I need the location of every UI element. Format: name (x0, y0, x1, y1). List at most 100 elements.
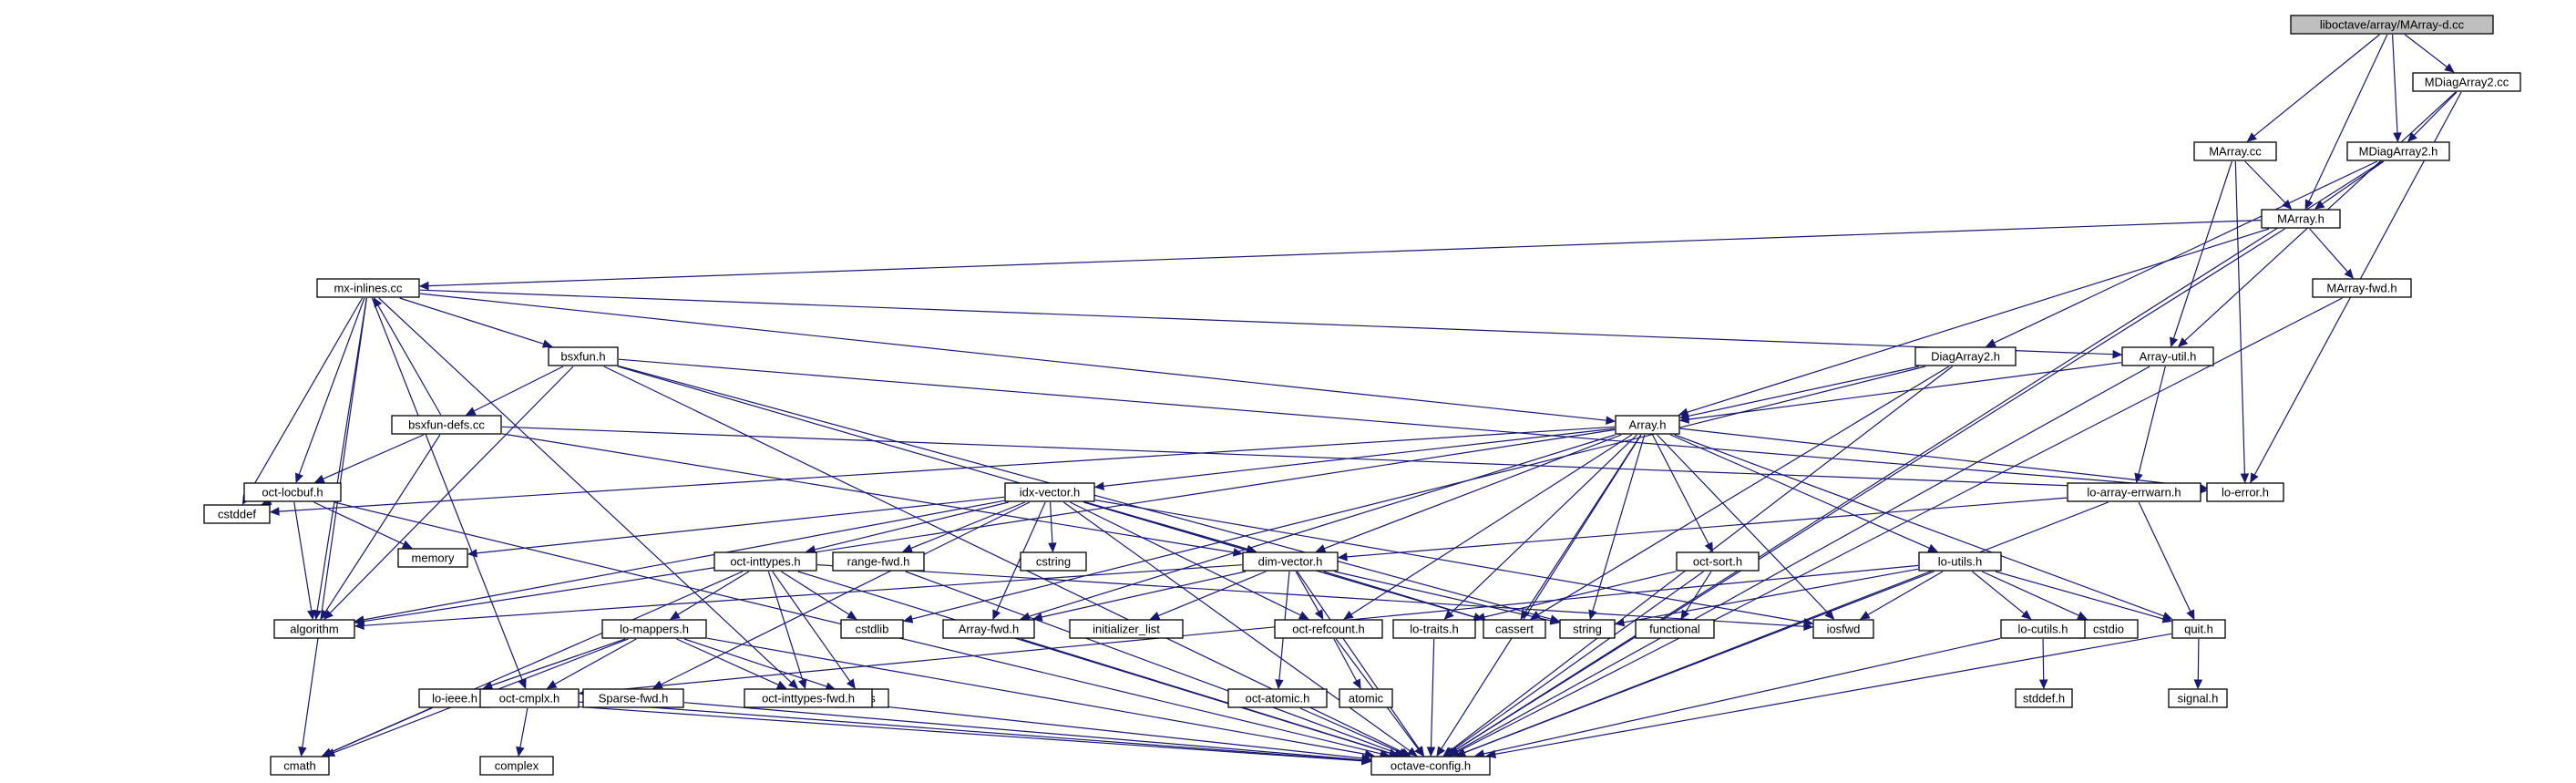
node-label: liboctave/array/MArray-d.cc (2320, 18, 2465, 32)
edge-line (772, 571, 851, 683)
node-box (1339, 688, 1393, 708)
edge-line (2321, 160, 2385, 205)
node-rangefwd[interactable]: range-fwd.h (832, 551, 925, 572)
edge-line (618, 358, 2199, 489)
edge-line (1455, 366, 2150, 753)
edge-line (2138, 501, 2191, 613)
node-sparsefwd[interactable]: Sparse-fwd.h (582, 688, 684, 708)
edge-line (2234, 160, 2245, 475)
node-mxinl[interactable]: mx-inlines.cc (316, 278, 420, 298)
node-label: oct-cmplx.h (499, 692, 559, 706)
edge-arrowhead (1093, 481, 1104, 491)
edge-arrowhead (1352, 678, 1361, 690)
edge-arrowhead (465, 407, 477, 416)
edge-arrowhead (1343, 610, 1354, 620)
node-complex: complex (479, 756, 554, 776)
node-cmplx[interactable]: oct-cmplx.h (479, 688, 580, 708)
node-loieee[interactable]: lo-ieee.h (418, 688, 491, 708)
node-arrutil[interactable]: Array-util.h (2121, 346, 2214, 366)
edge-arrowhead (1704, 541, 1713, 553)
edge-arrowhead (1859, 611, 1871, 620)
node-locbuf[interactable]: oct-locbuf.h (243, 482, 342, 502)
node-refcount[interactable]: oct-refcount.h (1274, 619, 1383, 639)
edge-loutils-to-cstdio (1981, 571, 2088, 620)
node-box (582, 688, 684, 708)
edge-arrowhead (541, 339, 553, 348)
edge-arrowhead (847, 610, 857, 620)
node-loutils[interactable]: lo-utils.h (1918, 551, 2002, 572)
node-label: lo-mappers.h (620, 623, 689, 636)
node-box (942, 619, 1035, 639)
node-label: lo-array-errwarn.h (2087, 486, 2181, 500)
node-mdiagcc[interactable]: MDiagArray2.cc (2412, 72, 2521, 92)
edge-dimvec-to-string (1334, 571, 1561, 625)
edge-line (1350, 434, 1633, 615)
node-label: oct-sort.h (1693, 555, 1742, 569)
node-marrayfwd[interactable]: MArray-fwd.h (2312, 278, 2412, 298)
edge-line (579, 701, 1363, 761)
node-atomich[interactable]: oct-atomic.h (1227, 688, 1328, 708)
edge-line (2392, 34, 2398, 134)
node-octsort[interactable]: oct-sort.h (1676, 551, 1760, 572)
node-idxvec[interactable]: idx-vector.h (1004, 482, 1095, 502)
node-diagh[interactable]: DiagArray2.h (1914, 346, 2017, 366)
node-loerror[interactable]: lo-error.h (2206, 482, 2284, 502)
node-box (2290, 15, 2494, 35)
node-locutils[interactable]: lo-cutils.h (2000, 619, 2086, 639)
edge-inttypes-to-lomappers (670, 571, 750, 620)
edge-line (293, 501, 313, 612)
edge-line (1028, 434, 1616, 617)
node-intfwd[interactable]: oct-inttypes-fwd.h (744, 688, 873, 708)
node-marrayh[interactable]: MArray.h (2261, 209, 2341, 229)
edge-arrowhead (2112, 349, 2123, 359)
node-root[interactable]: liboctave/array/MArray-d.cc (2290, 15, 2494, 35)
node-errwarn[interactable]: lo-array-errwarn.h (2067, 482, 2201, 502)
edge-arrowhead (1443, 747, 1454, 757)
node-quith[interactable]: quit.h (2171, 619, 2226, 639)
node-box (1812, 619, 1874, 639)
edge-arrayh-to-string (1588, 434, 1646, 621)
node-mdiagh[interactable]: MDiagArray2.h (2346, 141, 2450, 161)
edge-root-to-mdiagh (2392, 34, 2402, 143)
edge-arrowhead (788, 678, 799, 689)
node-config[interactable]: octave-config.h (1370, 756, 1491, 776)
edge-arrowhead (1031, 613, 1043, 622)
node-label: oct-atomic.h (1246, 692, 1310, 706)
edge-diagh-to-cstdlib (902, 366, 1926, 623)
edge-arrowhead (1986, 338, 1996, 347)
edge-line (473, 366, 564, 412)
edge-line (1981, 571, 2079, 616)
edge-line (1041, 571, 1246, 618)
node-marraycc[interactable]: MArray.cc (2193, 141, 2277, 161)
edge-lomappers-to-limits (683, 638, 836, 691)
edge-loieee-to-config (490, 700, 1372, 766)
node-box (548, 346, 619, 366)
node-box (2067, 482, 2201, 502)
edge-line (419, 289, 2114, 355)
node-box (273, 619, 355, 639)
node-dimvec[interactable]: dim-vector.h (1242, 551, 1339, 572)
edge-loutils-to-quith (1995, 571, 2173, 623)
edge-mxinl-to-algorithm (313, 297, 367, 621)
node-label: signal.h (2178, 692, 2219, 706)
node-arrayfwd[interactable]: Array-fwd.h (942, 619, 1035, 639)
node-lotraits[interactable]: lo-traits.h (1392, 619, 1476, 639)
edge-dimvec-to-refcount (1295, 571, 1324, 621)
edge-locbuf-to-algorithm (293, 501, 316, 621)
node-bsxdefs[interactable]: bsxfun-defs.cc (391, 415, 502, 435)
edge-line (1537, 366, 1950, 615)
node-bsxfunh[interactable]: bsxfun.h (548, 346, 619, 366)
edge-line (1070, 501, 1301, 616)
node-inttypes[interactable]: oct-inttypes.h (713, 551, 817, 572)
node-lomappers[interactable]: lo-mappers.h (601, 619, 707, 639)
node-arrayh[interactable]: Array.h (1615, 415, 1680, 435)
node-string: string (1559, 619, 1616, 639)
node-label: DiagArray2.h (1931, 350, 2000, 364)
node-label: Array-fwd.h (959, 623, 1019, 636)
node-label: memory (412, 551, 455, 565)
node-box (397, 548, 468, 568)
node-label: range-fwd.h (847, 555, 910, 569)
edge-line (313, 501, 405, 545)
edge-line (330, 707, 432, 753)
node-iosfwd: iosfwd (1812, 619, 1874, 639)
